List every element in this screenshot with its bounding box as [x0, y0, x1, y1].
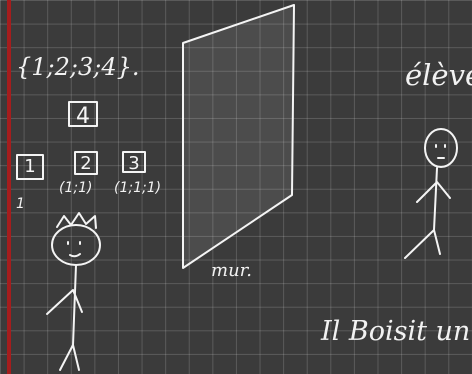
- student-head: [425, 129, 457, 167]
- king-body: [47, 265, 82, 370]
- student-face: [436, 145, 445, 158]
- red-margin-line: [7, 0, 11, 374]
- wall-parallelogram-icon: [183, 5, 294, 268]
- box-label-2: 2: [75, 153, 97, 174]
- crown-icon: [57, 213, 96, 228]
- box-label-3: 3: [123, 153, 145, 174]
- list-one-label: 1: [16, 197, 25, 211]
- list-pair-label: (1;1): [59, 181, 92, 195]
- wall-label: mur.: [211, 262, 252, 280]
- list-triplet-label: (1;1;1): [114, 181, 161, 195]
- set-definition-text: {1;2;3;4}.: [16, 55, 140, 79]
- king-head: [52, 225, 100, 265]
- stick-figure-icon: [405, 129, 457, 258]
- box-label-4: 4: [69, 104, 97, 129]
- king-face: [68, 242, 80, 256]
- bottom-partial-text: Il Boisit un: [321, 318, 470, 345]
- student-body: [405, 168, 450, 258]
- crowned-stick-figure-icon: [47, 213, 100, 370]
- box-label-1: 1: [17, 156, 43, 177]
- student-label: élève: [405, 61, 472, 90]
